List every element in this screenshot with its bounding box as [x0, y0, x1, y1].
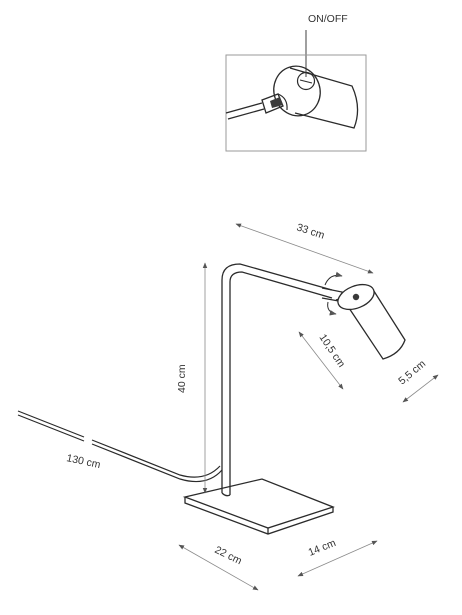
arm-length-label: 33 cm — [295, 221, 326, 241]
base-width-dimension-line — [297, 540, 378, 577]
head-diameter-dimension-line — [402, 374, 439, 403]
base-length-label: 22 cm — [213, 544, 244, 567]
head-length-dimension-line — [298, 331, 344, 390]
head-diameter-label: 5,5 cm — [396, 358, 428, 388]
switch-dot-icon — [352, 293, 360, 301]
arm-dimension-line — [235, 223, 374, 274]
base-width-label: 14 cm — [307, 537, 338, 559]
switch-icon — [296, 71, 316, 91]
rotation-arrows-icon — [324, 271, 343, 316]
lamp-base — [182, 478, 335, 535]
switch-detail-inset: ON/OFF — [225, 13, 367, 152]
lamp-post — [221, 263, 333, 497]
height-label: 40 cm — [176, 364, 188, 393]
inset-arm — [225, 93, 288, 120]
base-length-dimension-line — [178, 544, 259, 591]
dimension-lines: 33 cm 10,5 cm 5,5 cm 40 cm 130 cm 22 cm … — [65, 221, 439, 591]
head-length-label: 10,5 cm — [317, 332, 348, 370]
power-cable — [17, 410, 223, 483]
on-off-label: ON/OFF — [308, 13, 348, 25]
lamp-drawing — [17, 263, 406, 535]
cable-length-label: 130 cm — [65, 452, 101, 471]
inset-lamp-head — [273, 65, 359, 129]
inset-frame — [225, 54, 367, 152]
lamp-head — [335, 283, 406, 360]
